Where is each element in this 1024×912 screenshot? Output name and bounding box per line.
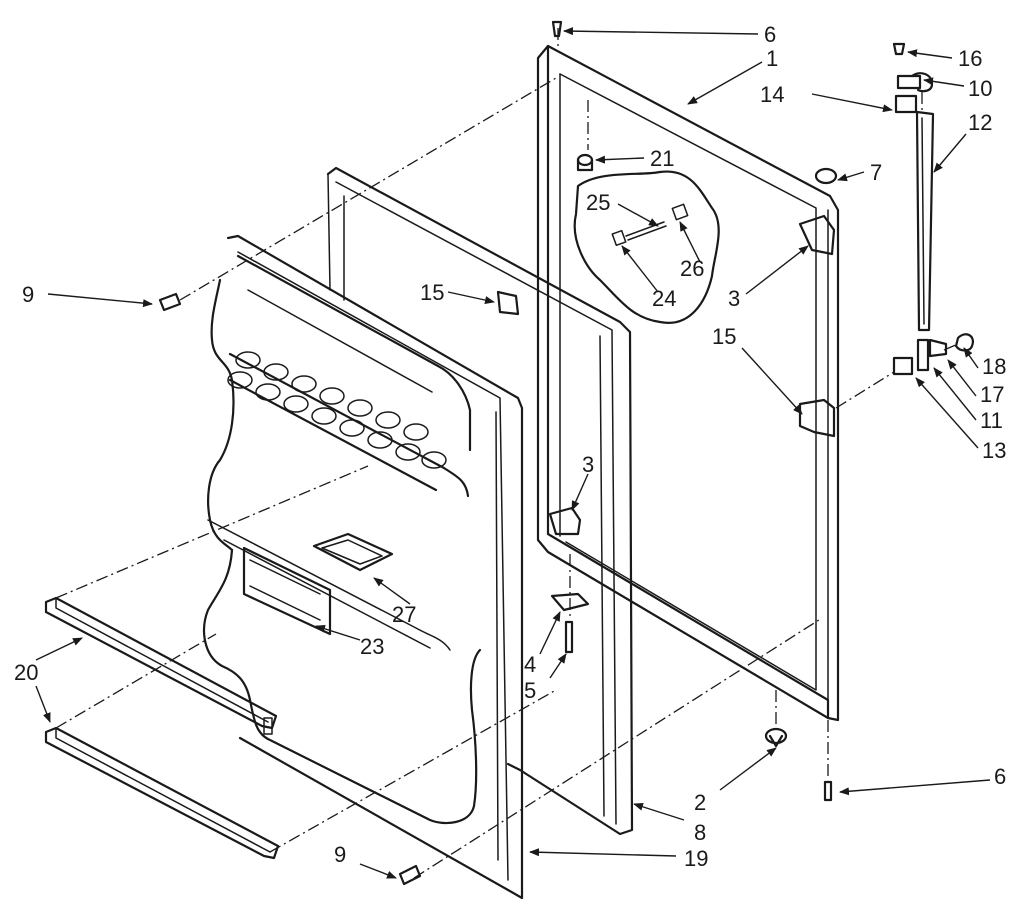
callout-14: 14	[760, 82, 784, 107]
alignment-lines	[55, 28, 959, 879]
callout-25: 25	[586, 190, 610, 215]
callout-9-top: 9	[22, 282, 34, 307]
callout-6-bottom: 6	[994, 764, 1006, 789]
callout-8: 8	[694, 820, 706, 845]
callout-5: 5	[524, 678, 536, 703]
callout-19: 19	[684, 846, 708, 871]
egg-holders	[227, 351, 447, 469]
callout-13: 13	[982, 438, 1006, 463]
outer-door-panel	[536, 44, 840, 722]
callout-26: 26	[680, 256, 704, 281]
door-shelf-bars	[44, 596, 280, 860]
callout-10: 10	[968, 76, 992, 101]
leader-arrows	[35, 27, 991, 879]
callout-15-left: 15	[420, 280, 444, 305]
callout-6-top: 6	[764, 22, 776, 47]
callout-7: 7	[870, 160, 882, 185]
callout-3-mid: 3	[582, 452, 594, 477]
callout-27: 27	[392, 602, 416, 627]
hinge-assembly	[892, 42, 974, 376]
callout-3-right: 3	[728, 286, 740, 311]
callout-18: 18	[982, 354, 1006, 379]
callout-labels: 6 1 16 14 10 12 21 7 25 26 24 3 9 15 15 …	[14, 22, 1006, 871]
callout-9-bottom: 9	[334, 842, 346, 867]
callout-24: 24	[652, 286, 676, 311]
callout-11: 11	[980, 408, 1003, 433]
callout-16: 16	[958, 46, 982, 71]
callout-21: 21	[650, 146, 674, 171]
callout-20: 20	[14, 660, 38, 685]
callout-1: 1	[766, 46, 778, 71]
panel-hardware	[158, 20, 838, 886]
callout-17: 17	[980, 382, 1004, 407]
callout-2: 2	[694, 790, 706, 815]
callout-12: 12	[968, 110, 992, 135]
callout-23: 23	[360, 634, 384, 659]
callout-15-right: 15	[712, 324, 736, 349]
inner-door-liner	[202, 234, 524, 900]
callout-4: 4	[524, 652, 536, 677]
door-gasket-frame	[326, 166, 634, 836]
